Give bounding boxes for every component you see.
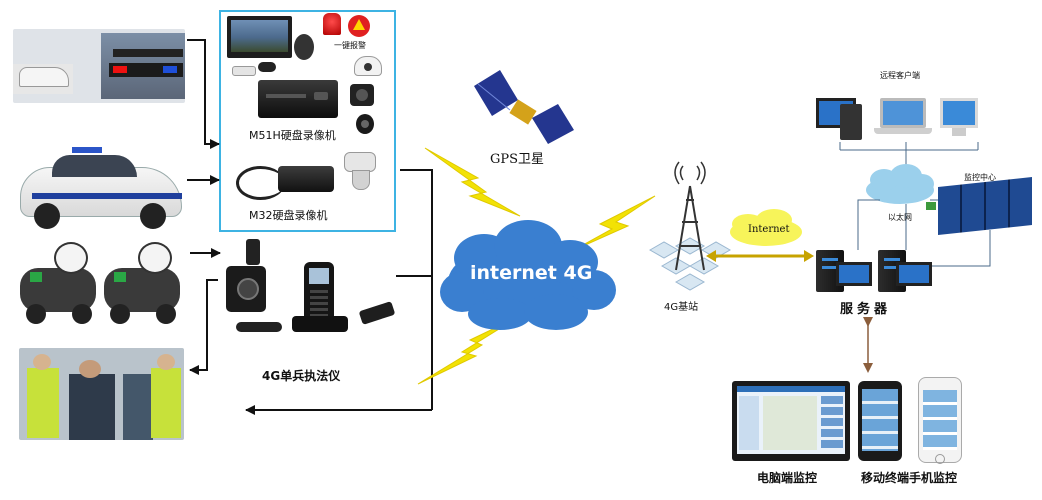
server-monitor-icon: [836, 262, 872, 286]
ptz-camera-icon: [340, 152, 380, 190]
m32-dvr: [278, 166, 334, 192]
clients-bracket: [839, 142, 979, 170]
pc-monitoring-screen: [732, 381, 850, 461]
alarm-label: 一键报警: [334, 41, 366, 50]
server-network-lines: [857, 199, 991, 267]
ethernet-cloud: [866, 164, 934, 204]
gps-label: GPS卫星: [490, 152, 545, 167]
charging-dock: [292, 316, 348, 332]
m32-cables: [236, 166, 285, 200]
m51h-label: M51H硬盘录像机: [249, 129, 336, 142]
ethernet-label: 以太网: [888, 213, 912, 222]
connector-dvr-right: [400, 169, 433, 410]
server-label: 服务器: [840, 302, 892, 317]
internet-label: Internet: [748, 224, 790, 235]
internet-cloud: [440, 220, 616, 330]
traffic-officers-photo: [19, 348, 184, 440]
body-cam-label: 4G单兵执法仪: [262, 369, 341, 383]
bolt-bottom: [417, 315, 521, 385]
iphone: [918, 377, 962, 464]
alarm-button-icon: [348, 15, 370, 37]
bolt-top: [424, 147, 521, 217]
body-camera: [226, 266, 266, 312]
pc-monitoring-label: 电脑端监控: [757, 471, 818, 485]
mobile-monitoring-label: 移动终端手机监控: [861, 471, 958, 485]
m32-label: M32硬盘录像机: [249, 209, 328, 222]
android-phone: [858, 381, 902, 461]
mini-camera-icon: [356, 114, 374, 134]
handheld-mic: [294, 34, 314, 60]
bolt-right: [573, 195, 656, 251]
motorcycle-police-photo: [16, 238, 186, 328]
monitoring-center-label: 监控中心: [964, 173, 996, 182]
remote-control: [232, 66, 256, 76]
handheld-terminal: [304, 262, 334, 324]
remote-clients-label: 远程客户端: [880, 71, 920, 80]
desktop-tower-icon: [840, 104, 862, 140]
video-wall: [938, 177, 1032, 235]
key-fob: [258, 62, 276, 72]
body-camera-clip: [246, 239, 260, 265]
dome-camera-icon: [354, 56, 382, 76]
connector-top: [187, 39, 220, 149]
gps-satellite-icon: [474, 70, 574, 144]
router-icon: [926, 202, 936, 210]
cloud-label: internet 4G: [470, 262, 593, 284]
connector-officers: [189, 279, 218, 375]
internet-small-cloud: [730, 209, 802, 246]
client-monitor-stand: [952, 128, 966, 136]
police-car-photo: [12, 133, 185, 233]
police-car-roof-photo: [13, 29, 185, 103]
client-monitor-icon: [940, 98, 978, 128]
m51h-dvr: [258, 80, 338, 118]
mdvr-monitor: [227, 16, 292, 58]
alarm-light-icon: [323, 13, 341, 35]
base-station-label: 4G基站: [664, 302, 699, 313]
body-camera-cable: [236, 322, 282, 332]
base-station-icon: [648, 161, 732, 291]
car-camera-icon: [350, 84, 374, 106]
laptop-base: [874, 128, 932, 134]
laptop-icon: [880, 98, 926, 128]
server-monitor-icon-2: [896, 262, 932, 286]
